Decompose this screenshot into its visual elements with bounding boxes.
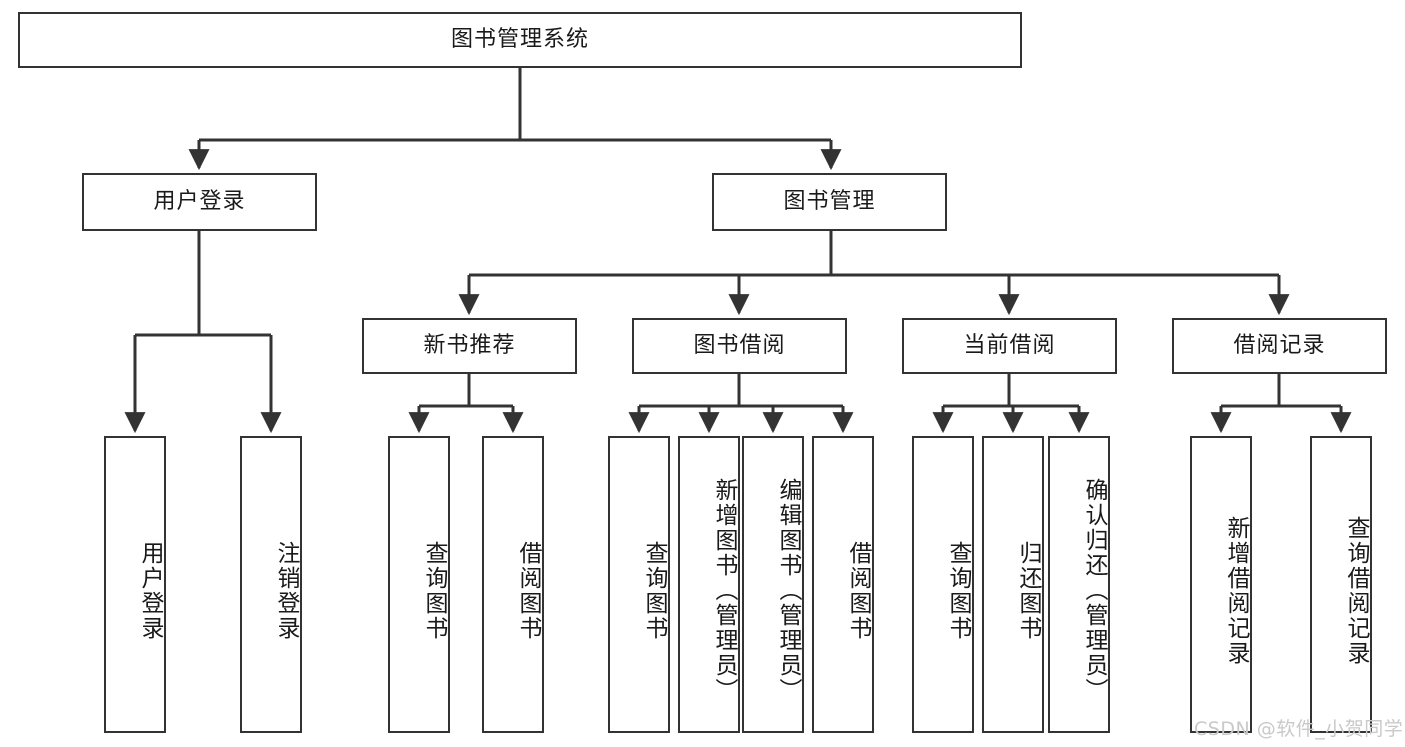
node-label: 借阅图书	[845, 540, 871, 641]
node-book-management-system[interactable]: 图书管理系统	[18, 12, 1022, 68]
node-book-management[interactable]: 图书管理	[712, 173, 947, 231]
node-label: 当前借阅	[963, 332, 1056, 358]
node-label: 新书推荐	[423, 332, 516, 358]
node-label: 确认归还（管理员）	[1081, 478, 1107, 703]
node-leaf-query-book-recommend[interactable]: 查询图书	[388, 436, 450, 733]
node-leaf-user-login[interactable]: 用户登录	[104, 436, 166, 733]
node-new-book-recommend[interactable]: 新书推荐	[362, 318, 577, 374]
node-current-borrow[interactable]: 当前借阅	[902, 318, 1117, 374]
node-leaf-query-book-current[interactable]: 查询图书	[912, 436, 974, 733]
node-book-borrow[interactable]: 图书借阅	[632, 318, 847, 374]
node-label: 查询图书	[945, 540, 971, 641]
node-label: 编辑图书（管理员）	[775, 478, 801, 703]
node-label: 用户登录	[153, 188, 246, 214]
csdn-watermark: CSDN @软件_小贺同学	[1194, 718, 1404, 740]
node-leaf-confirm-return-admin[interactable]: 确认归还（管理员）	[1048, 436, 1110, 733]
node-label: 新增借阅记录	[1223, 515, 1249, 666]
node-label: 查询图书	[421, 540, 447, 641]
node-leaf-add-borrow-record[interactable]: 新增借阅记录	[1190, 436, 1252, 733]
node-leaf-borrow-book-recommend[interactable]: 借阅图书	[482, 436, 544, 733]
node-label: 归还图书	[1015, 540, 1041, 641]
node-borrow-record[interactable]: 借阅记录	[1172, 318, 1387, 374]
node-leaf-return-book[interactable]: 归还图书	[982, 436, 1044, 733]
node-label: 图书管理	[783, 188, 876, 214]
node-leaf-query-book-borrow[interactable]: 查询图书	[608, 436, 670, 733]
node-leaf-query-borrow-record[interactable]: 查询借阅记录	[1310, 436, 1372, 733]
node-leaf-edit-book-admin[interactable]: 编辑图书（管理员）	[742, 436, 804, 733]
node-leaf-logout[interactable]: 注销登录	[240, 436, 302, 733]
node-label: 借阅图书	[515, 540, 541, 641]
node-user-login[interactable]: 用户登录	[82, 173, 317, 231]
node-label: 图书管理系统	[450, 26, 589, 52]
node-label: 查询借阅记录	[1343, 515, 1369, 666]
node-label: 新增图书（管理员）	[711, 478, 737, 703]
node-label: 注销登录	[273, 540, 299, 641]
node-label: 图书借阅	[693, 332, 786, 358]
node-label: 查询图书	[641, 540, 667, 641]
node-leaf-add-book-admin[interactable]: 新增图书（管理员）	[678, 436, 740, 733]
node-leaf-borrow-book[interactable]: 借阅图书	[812, 436, 874, 733]
node-label: 借阅记录	[1233, 332, 1326, 358]
node-label: 用户登录	[137, 540, 163, 641]
